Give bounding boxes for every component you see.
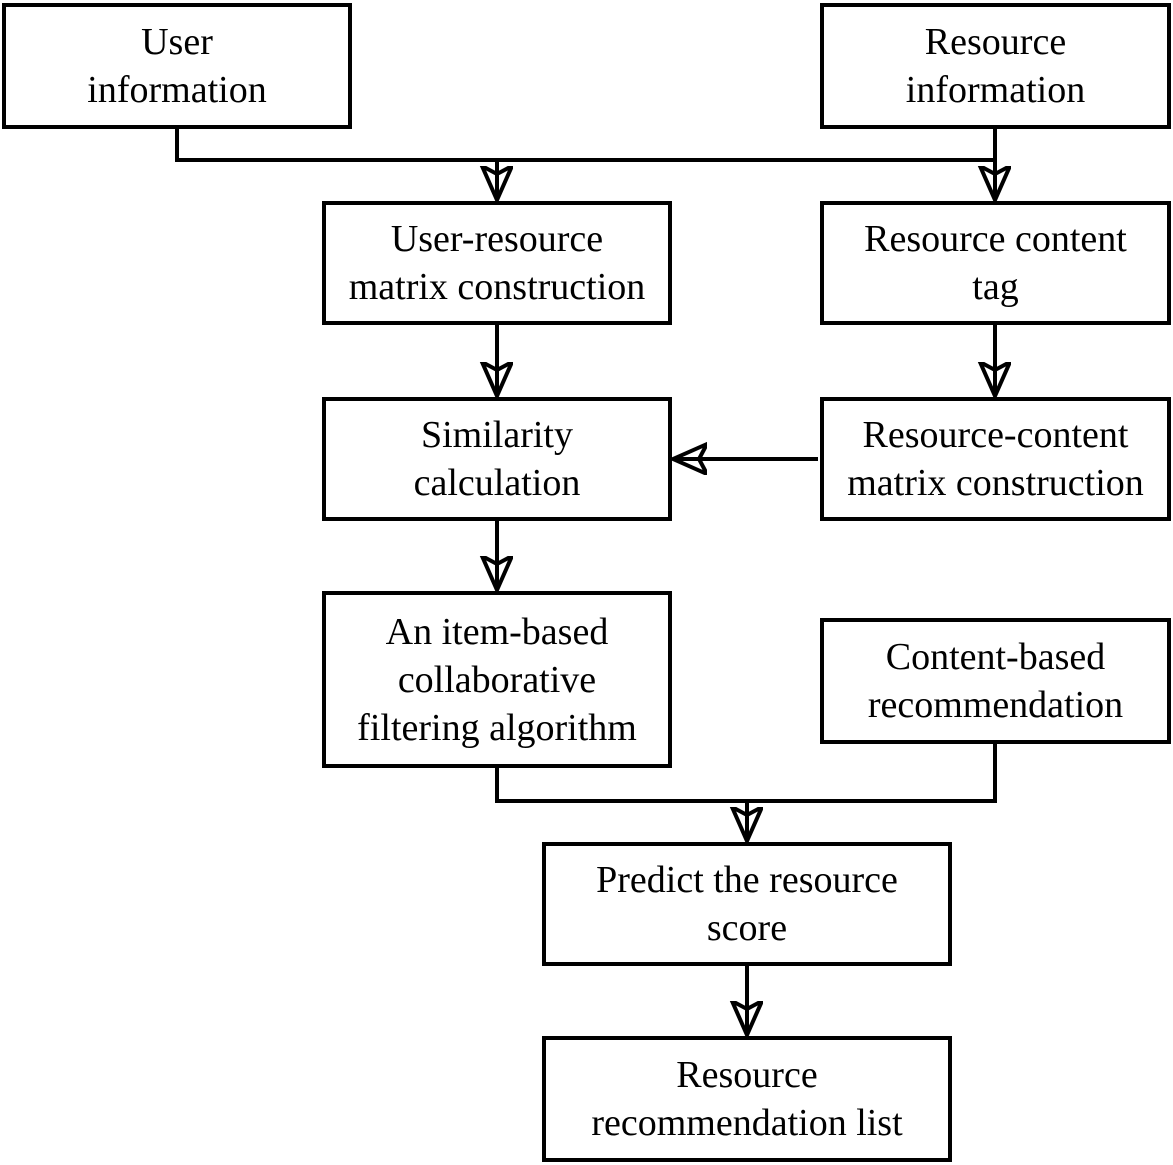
node-resource-information: Resource information [820,3,1171,129]
node-resource-recommendation-list: Resource recommendation list [542,1036,952,1162]
node-user-resource-matrix-construction: User-resource matrix construction [322,201,672,325]
node-user-information: User information [2,3,352,129]
node-resource-content-tag: Resource content tag [820,201,1171,325]
node-item-based-collaborative-filtering: An item-based collaborative filtering al… [322,591,672,768]
edge-userinfo-rail [175,127,995,162]
node-predict-resource-score: Predict the resource score [542,842,952,966]
node-content-based-recommendation: Content-based recommendation [820,618,1171,744]
node-similarity-calculation: Similarity calculation [322,397,672,521]
node-resource-content-matrix-construction: Resource-content matrix construction [820,397,1171,521]
